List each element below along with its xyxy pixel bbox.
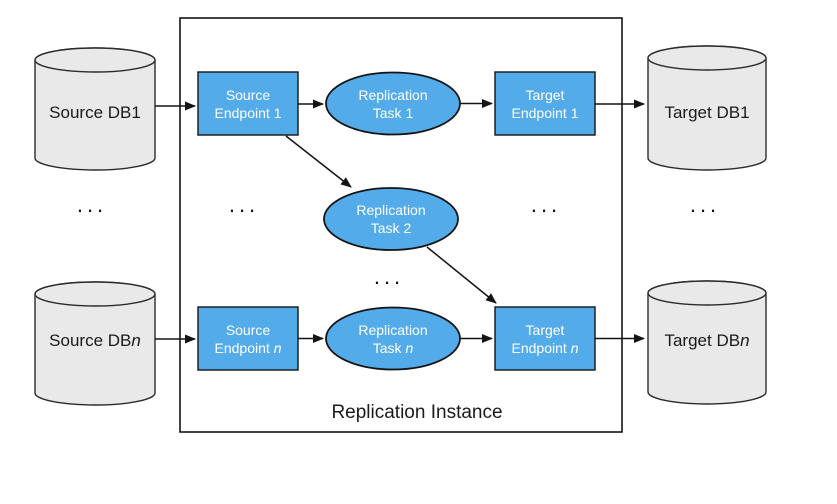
target-endpoint-1-box xyxy=(494,71,596,136)
source-endpoint-n-label: Source Endpoint n xyxy=(198,307,298,370)
ellipsis-task-column: ... xyxy=(373,264,405,289)
replication-instance-caption: Replication Instance xyxy=(331,402,503,423)
replication-task-n-line2: Task n xyxy=(373,339,413,357)
replication-task-2-suffix: 2 xyxy=(403,220,412,236)
replication-task-2-ellipse xyxy=(323,187,459,251)
replication-task-2-line1: Replication xyxy=(356,201,425,219)
target-db-1-text: Target DB xyxy=(664,103,741,122)
source-db-n-cylinder xyxy=(34,281,156,406)
replication-task-2-label: Replication Task 2 xyxy=(324,188,458,250)
source-db-n-label: Source DB n xyxy=(35,331,155,351)
arrow-task2-to-targetendpointn xyxy=(426,246,497,304)
target-db-1-label: Target DB 1 xyxy=(648,103,766,123)
replication-task-2-line2: Task 2 xyxy=(371,219,411,237)
target-endpoint-1-label: Target Endpoint 1 xyxy=(495,72,595,135)
target-endpoint-n-line1: Target xyxy=(526,321,565,339)
replication-task-n-word: Replication xyxy=(358,321,428,338)
source-db-1-cylinder xyxy=(34,47,156,171)
source-db-1-label: Source DB 1 xyxy=(35,103,155,123)
replication-task-n-word2: Task xyxy=(372,339,402,356)
replication-task-n-suffix: n xyxy=(405,339,414,356)
target-endpoint-1-line2: Endpoint 1 xyxy=(512,104,579,122)
replication-task-1-word: Replication xyxy=(358,86,428,103)
target-endpoint-1-line1: Target xyxy=(526,86,565,104)
target-endpoint-n-suffix: n xyxy=(570,339,579,356)
ellipsis-source-db-column: ... xyxy=(76,192,108,217)
replication-task-2-word: Replication xyxy=(356,202,426,218)
flow-arrows xyxy=(155,99,645,344)
target-endpoint-1-suffix: 1 xyxy=(570,104,579,121)
replication-task-1-label: Replication Task 1 xyxy=(326,72,460,135)
replication-task-1-word2: Task xyxy=(372,104,402,121)
ellipsis-source-endpoint-column: ... xyxy=(228,192,260,217)
ellipsis-target-endpoint-column: ... xyxy=(530,192,562,217)
target-db-n-label: Target DB n xyxy=(648,331,766,351)
source-endpoint-1-line2: Endpoint 1 xyxy=(215,104,282,122)
source-endpoint-1-suffix: 1 xyxy=(273,104,282,121)
target-db-n-text: Target DB xyxy=(664,331,741,350)
source-db-1-text: Source DB xyxy=(49,103,132,122)
ellipsis-target-db-column: ... xyxy=(689,192,721,217)
target-endpoint-n-label: Target Endpoint n xyxy=(495,307,595,370)
arrow-sourceendpoint1-to-task2 xyxy=(285,135,352,188)
target-db-n-cylinder xyxy=(647,280,767,405)
source-db-1-suffix: 1 xyxy=(131,103,141,122)
source-endpoint-n-suffix: n xyxy=(273,339,282,356)
source-endpoint-1-label: Source Endpoint 1 xyxy=(198,72,298,135)
target-endpoint-1-word: Target xyxy=(525,86,565,103)
source-endpoint-1-box xyxy=(197,71,299,136)
target-db-n-suffix: n xyxy=(740,331,750,350)
target-endpoint-n-box xyxy=(494,306,596,371)
replication-task-n-line1: Replication xyxy=(358,321,427,339)
target-endpoint-n-word2: Endpoint xyxy=(511,339,567,356)
replication-task-2-word2: Task xyxy=(370,220,400,236)
source-endpoint-1-word2: Endpoint xyxy=(214,104,270,121)
source-endpoint-1-word: Source xyxy=(225,86,271,103)
target-endpoint-1-word2: Endpoint xyxy=(511,104,567,121)
source-db-n-suffix: n xyxy=(131,331,141,350)
target-endpoint-n-word: Target xyxy=(525,321,565,338)
replication-task-1-line2: Task 1 xyxy=(373,104,413,122)
replication-task-1-suffix: 1 xyxy=(405,104,414,121)
target-db-1-cylinder xyxy=(647,45,767,171)
source-endpoint-n-word: Source xyxy=(225,321,271,338)
source-endpoint-n-line1: Source xyxy=(226,321,270,339)
replication-task-n-label: Replication Task n xyxy=(326,307,460,370)
source-db-n-text: Source DB xyxy=(49,331,132,350)
source-endpoint-n-box xyxy=(197,306,299,371)
source-endpoint-1-line1: Source xyxy=(226,86,270,104)
source-endpoint-n-word2: Endpoint xyxy=(214,339,270,356)
replication-task-1-line1: Replication xyxy=(358,86,427,104)
source-endpoint-n-line2: Endpoint n xyxy=(215,339,282,357)
target-db-1-suffix: 1 xyxy=(740,103,750,122)
target-endpoint-n-line2: Endpoint n xyxy=(512,339,579,357)
replication-instance-boundary xyxy=(179,17,623,433)
